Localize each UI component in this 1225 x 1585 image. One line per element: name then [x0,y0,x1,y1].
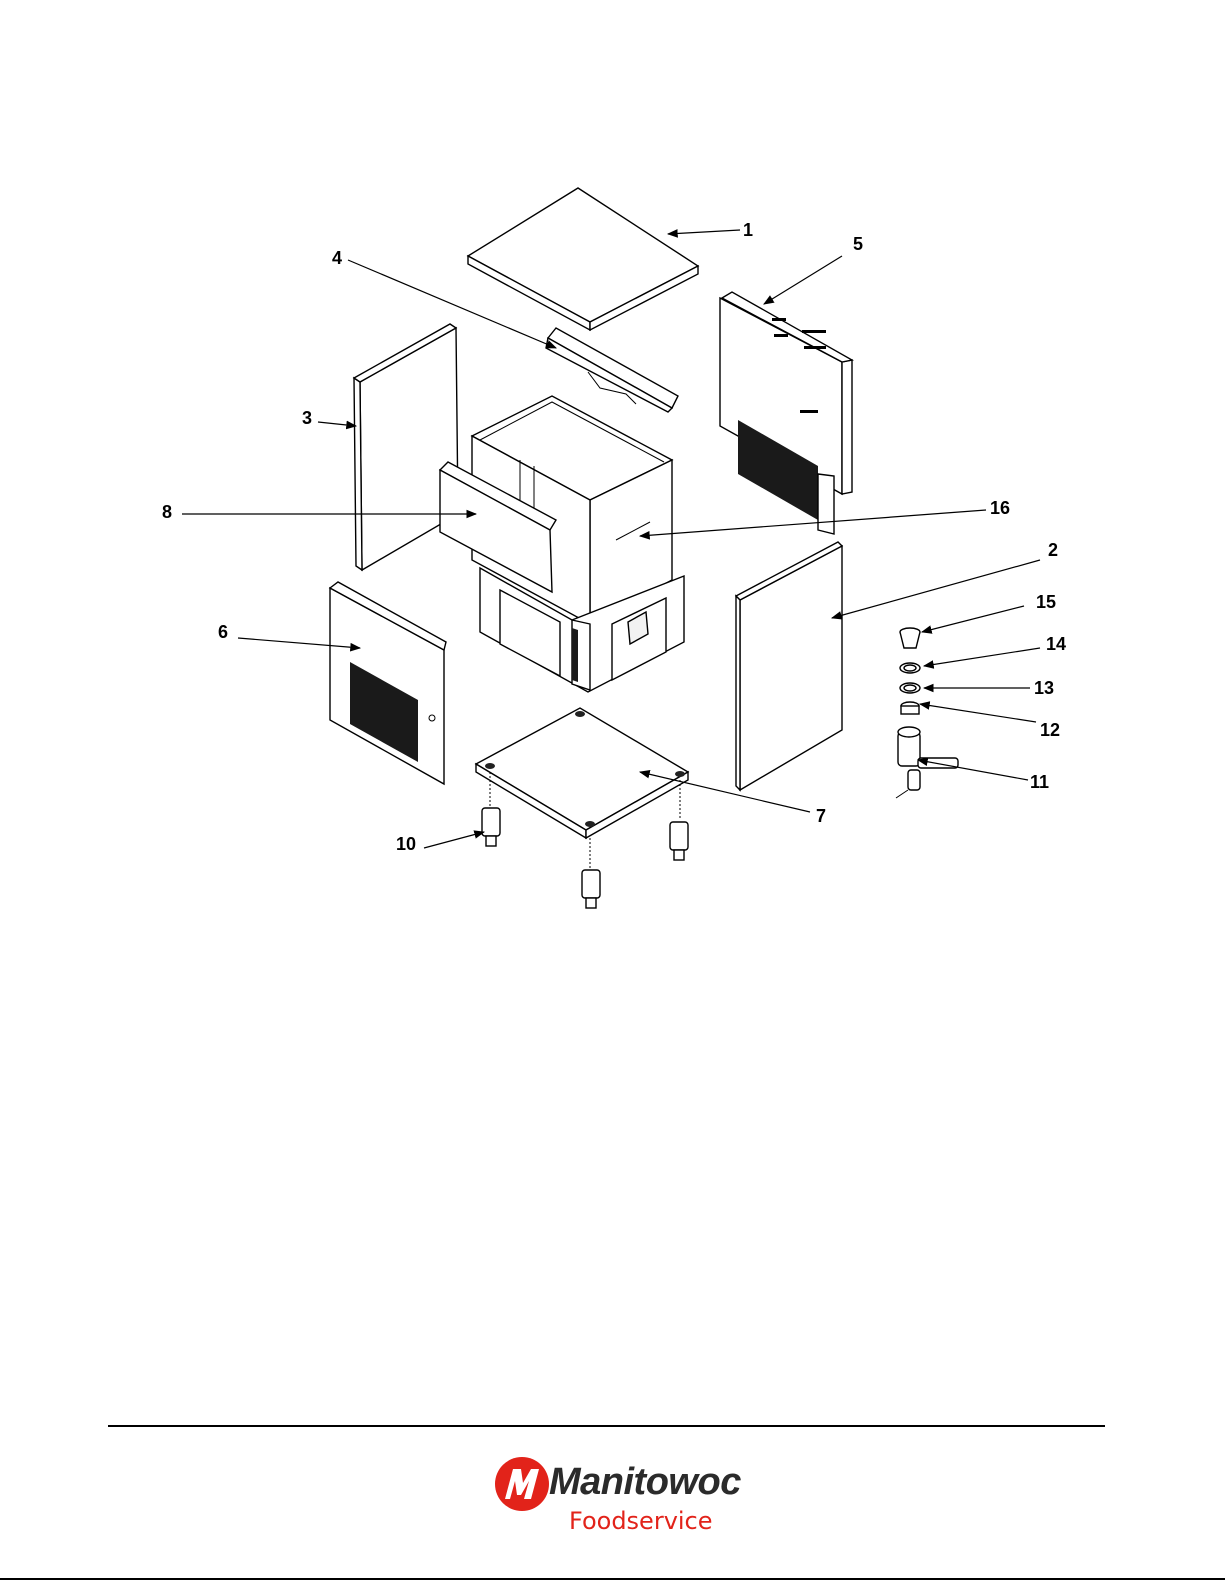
part-top-cover [468,188,698,330]
callout-8: 8 [162,502,172,522]
callout-16: 16 [990,498,1010,518]
callout-3: 3 [302,408,312,428]
callout-7: 7 [816,806,826,826]
manitowoc-foodservice-logo: Manitowoc Foodservice [493,1455,733,1565]
part-right-side-panel [736,542,842,790]
leader-11 [918,760,1028,780]
callout-6: 6 [218,622,228,642]
part-13-washer [900,683,920,693]
leader-5 [764,256,842,304]
footer-rule [108,1425,1105,1427]
leader-1 [668,230,740,234]
leg-front [582,870,600,908]
callout-1: 1 [743,220,753,240]
part-11-valve [896,727,958,798]
part-rear-panel [720,292,852,534]
part-15-bushing [900,628,920,648]
part-12-nut [901,702,919,714]
callout-5: 5 [853,234,863,254]
leader-14 [924,648,1040,666]
logo-subtitle: Foodservice [569,1507,713,1535]
part-14-washer [900,663,920,673]
logo-wordmark: Manitowoc [549,1461,741,1504]
exploded-parts-diagram: 1 2 3 4 5 6 7 8 10 11 12 13 14 15 16 [0,0,1225,1420]
leader-10 [424,832,484,848]
callout-14: 14 [1046,634,1066,654]
callout-10: 10 [396,834,416,854]
part-base-plate [476,708,688,838]
bottom-rule [0,1578,1225,1580]
callout-11: 11 [1030,772,1049,792]
callout-13: 13 [1034,678,1054,698]
leader-3 [318,422,356,426]
leg-left [482,808,500,846]
callout-12: 12 [1040,720,1060,740]
leader-15 [922,606,1024,632]
callout-4: 4 [332,248,342,268]
leader-12 [920,704,1036,722]
logo-mark-icon [493,1455,551,1513]
part-drain-fitting-stack [896,628,958,798]
leg-right [670,822,688,860]
part-rear-strip [546,328,678,412]
callout-2: 2 [1048,540,1058,560]
part-front-panel [330,582,446,784]
callout-15: 15 [1036,592,1056,612]
